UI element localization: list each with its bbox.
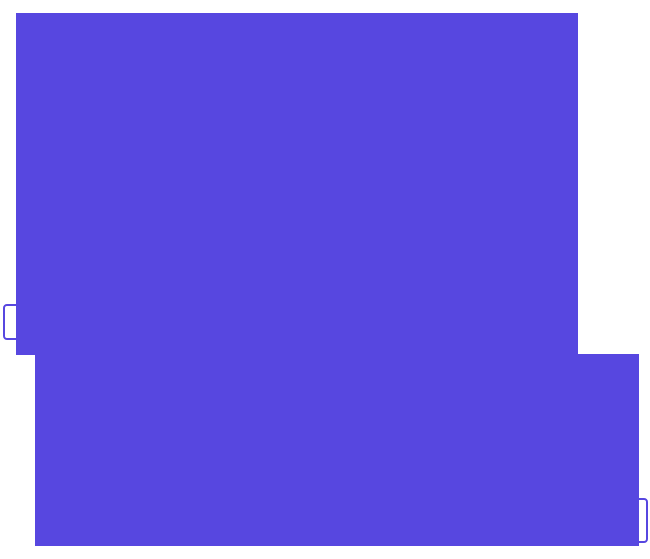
purple-overlay-top [16, 13, 578, 355]
purple-overlay-bottom [35, 354, 639, 546]
